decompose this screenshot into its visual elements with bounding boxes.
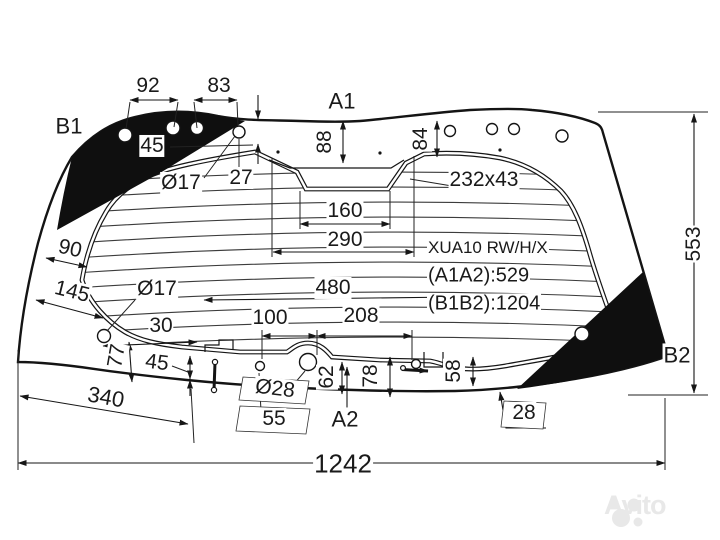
dim-160-label: 160 — [326, 198, 364, 223]
dim-30-label: 30 — [148, 313, 174, 338]
ref-point-a1-label: A1 — [327, 88, 357, 114]
dim-58-label: 58 — [441, 358, 466, 384]
avito-logo-icon — [609, 498, 643, 527]
dim-78-label: 78 — [358, 363, 383, 389]
dim-1242-label: 1242 — [313, 448, 373, 479]
ref-point-b2-label: B2 — [662, 342, 692, 368]
mounting-holes — [96, 120, 590, 372]
avito-watermark: Avito — [604, 490, 666, 527]
glass-outline — [16, 107, 670, 393]
lower-bracket-left — [204, 339, 234, 394]
dim-84-label: 84 — [408, 126, 433, 152]
dim-45-top-label: 45 — [139, 133, 165, 158]
ref-point-b1-label: B1 — [54, 113, 84, 139]
dim-28-label: 28 — [511, 400, 537, 425]
stoplamp-window-edge — [268, 159, 405, 169]
ceramic-corner-bottom-right — [517, 272, 668, 389]
dim-45-bottom-label: 45 — [143, 349, 171, 376]
dim-62-label: 62 — [314, 364, 339, 390]
dim-92-label: 92 — [135, 73, 161, 98]
dim-55-label: 55 — [261, 406, 287, 431]
dim-77-label: 77 — [103, 341, 131, 371]
ref-point-a2-label: A2 — [330, 406, 360, 432]
extension-lines — [17, 101, 708, 470]
dim-100-label: 100 — [251, 305, 289, 330]
ref-distance-b1b2-label: (B1B2):1204 — [427, 292, 542, 315]
dim-290-label: 290 — [326, 227, 364, 252]
dim-83-label: 83 — [206, 73, 232, 98]
dim-480-label: 480 — [314, 275, 352, 300]
part-code-label: XUA10 RW/H/X — [427, 238, 549, 258]
dim-27-label: 27 — [228, 165, 254, 190]
reference-dots — [276, 148, 502, 155]
dim-553-label: 553 — [681, 225, 706, 263]
dim-88-label: 88 — [312, 129, 337, 155]
dim-208-label: 208 — [342, 303, 380, 328]
dim-232x43-label: 232x43 — [448, 167, 520, 192]
ceramic-corner-top-left — [57, 111, 245, 230]
dim-dia17-top-label: Ø17 — [160, 170, 202, 195]
ref-distance-a1a2-label: (A1A2):529 — [427, 264, 531, 287]
dim-dia17-bottom-label: Ø17 — [136, 276, 178, 301]
